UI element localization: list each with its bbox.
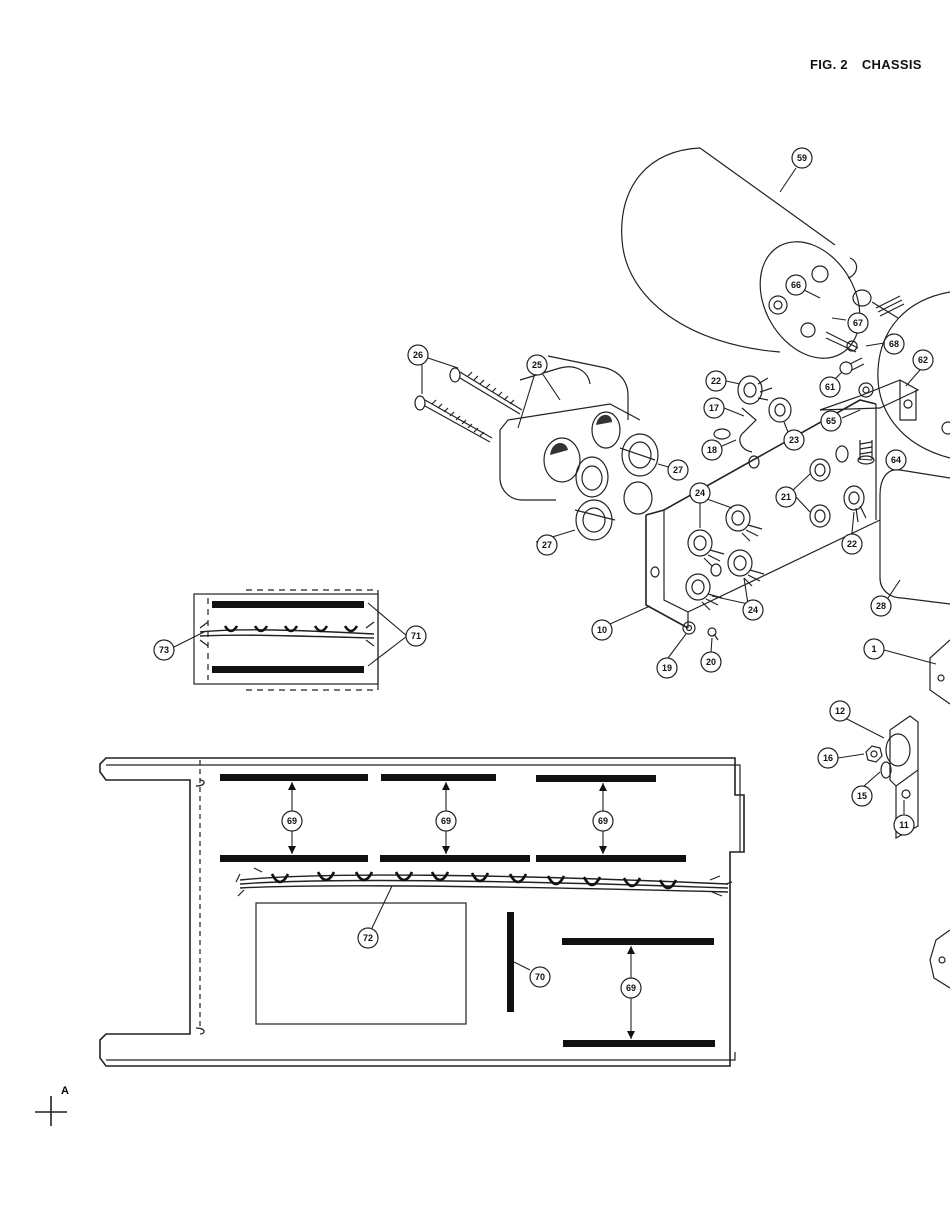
svg-text:72: 72 bbox=[363, 933, 373, 943]
callout-72: 72 bbox=[358, 928, 378, 948]
reference-crosshair: A bbox=[35, 1085, 69, 1126]
small-harness-sheet bbox=[194, 590, 378, 690]
callout-64: 64 bbox=[886, 450, 906, 470]
svg-text:61: 61 bbox=[825, 382, 835, 392]
svg-text:69: 69 bbox=[441, 816, 451, 826]
svg-text:69: 69 bbox=[287, 816, 297, 826]
connector-21 bbox=[810, 459, 830, 527]
svg-text:27: 27 bbox=[673, 465, 683, 475]
callout-69-c: 69 bbox=[593, 811, 613, 831]
callout-18: 18 bbox=[702, 440, 722, 460]
callout-67: 67 bbox=[848, 313, 868, 333]
capacitor-can-partial bbox=[853, 290, 950, 458]
chassis-plate bbox=[100, 758, 744, 1066]
svg-text:66: 66 bbox=[791, 280, 801, 290]
svg-text:73: 73 bbox=[159, 645, 169, 655]
svg-text:21: 21 bbox=[781, 492, 791, 502]
callout-26: 26 bbox=[408, 345, 428, 365]
svg-text:59: 59 bbox=[797, 153, 807, 163]
svg-text:69: 69 bbox=[626, 983, 636, 993]
callout-20: 20 bbox=[701, 652, 721, 672]
hex-nut-16 bbox=[866, 746, 882, 762]
svg-text:19: 19 bbox=[662, 663, 672, 673]
callout-28: 28 bbox=[871, 596, 891, 616]
svg-text:1: 1 bbox=[871, 644, 876, 654]
callout-12: 12 bbox=[830, 701, 850, 721]
callout-27-lower: 27 bbox=[537, 535, 557, 555]
callout-66: 66 bbox=[786, 275, 806, 295]
callout-22-lower: 22 bbox=[842, 534, 862, 554]
callout-61: 61 bbox=[820, 377, 840, 397]
callout-69-d: 69 bbox=[621, 978, 641, 998]
svg-text:67: 67 bbox=[853, 318, 863, 328]
callout-70: 70 bbox=[530, 967, 550, 987]
partial-bracket-bottom bbox=[930, 930, 950, 988]
callout-10: 10 bbox=[592, 620, 612, 640]
svg-text:69: 69 bbox=[598, 816, 608, 826]
callout-65: 65 bbox=[821, 411, 841, 431]
svg-text:24: 24 bbox=[748, 605, 758, 615]
leader-lines bbox=[174, 168, 936, 970]
chassis-bracket-10 bbox=[646, 400, 880, 628]
callout-25: 25 bbox=[527, 355, 547, 375]
svg-text:17: 17 bbox=[709, 403, 719, 413]
callout-24-upper: 24 bbox=[690, 483, 710, 503]
connector-group-17 bbox=[738, 376, 791, 452]
shield-block-25 bbox=[500, 356, 640, 500]
callout-69-b: 69 bbox=[436, 811, 456, 831]
callout-19: 19 bbox=[657, 658, 677, 678]
callout-22-upper: 22 bbox=[706, 371, 726, 391]
svg-text:16: 16 bbox=[823, 753, 833, 763]
connector-22-lower bbox=[844, 486, 866, 522]
svg-text:62: 62 bbox=[918, 355, 928, 365]
svg-text:27: 27 bbox=[542, 540, 552, 550]
callout-15: 15 bbox=[852, 786, 872, 806]
svg-text:18: 18 bbox=[707, 445, 717, 455]
screw-61 bbox=[840, 358, 864, 374]
bracket-1 bbox=[930, 640, 950, 704]
svg-text:20: 20 bbox=[706, 657, 716, 667]
svg-text:22: 22 bbox=[847, 539, 857, 549]
screw-20 bbox=[708, 628, 718, 640]
svg-text:70: 70 bbox=[535, 972, 545, 982]
callout-24-lower: 24 bbox=[743, 600, 763, 620]
svg-text:22: 22 bbox=[711, 376, 721, 386]
callout-68: 68 bbox=[884, 334, 904, 354]
svg-text:68: 68 bbox=[889, 339, 899, 349]
svg-text:11: 11 bbox=[899, 820, 909, 830]
callout-73: 73 bbox=[154, 640, 174, 660]
svg-text:10: 10 bbox=[597, 625, 607, 635]
svg-text:12: 12 bbox=[835, 706, 845, 716]
callout-23: 23 bbox=[784, 430, 804, 450]
callout-17: 17 bbox=[704, 398, 724, 418]
reference-letter: A bbox=[61, 1085, 69, 1097]
callout-27-upper: 27 bbox=[668, 460, 688, 480]
svg-text:28: 28 bbox=[876, 601, 886, 611]
callout-21: 21 bbox=[776, 487, 796, 507]
transformer-28 bbox=[880, 470, 950, 604]
svg-text:25: 25 bbox=[532, 360, 542, 370]
callout-1: 1 bbox=[864, 639, 884, 659]
svg-text:65: 65 bbox=[826, 416, 836, 426]
callout-62: 62 bbox=[913, 350, 933, 370]
callout-69-a: 69 bbox=[282, 811, 302, 831]
svg-text:24: 24 bbox=[695, 488, 705, 498]
washer-19 bbox=[683, 622, 695, 634]
long-screws-26 bbox=[415, 368, 522, 442]
callout-59: 59 bbox=[792, 148, 812, 168]
svg-text:64: 64 bbox=[891, 455, 901, 465]
svg-text:23: 23 bbox=[789, 435, 799, 445]
svg-text:71: 71 bbox=[411, 631, 421, 641]
capacitor-can-59 bbox=[622, 148, 880, 376]
callout-11: 11 bbox=[894, 815, 914, 835]
callout-71: 71 bbox=[406, 626, 426, 646]
svg-text:15: 15 bbox=[857, 791, 867, 801]
callout-16: 16 bbox=[818, 748, 838, 768]
svg-text:26: 26 bbox=[413, 350, 423, 360]
